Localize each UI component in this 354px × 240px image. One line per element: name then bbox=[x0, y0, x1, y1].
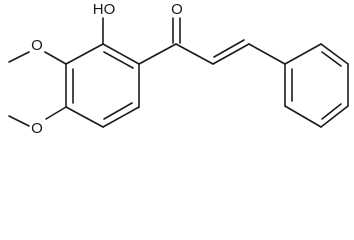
ring-double-bond bbox=[321, 103, 342, 120]
carbonyl-oxygen: O bbox=[171, 1, 183, 18]
hydroxyl-label: HO bbox=[93, 1, 116, 18]
ring-bond bbox=[65, 43, 104, 65]
ring-double-bond bbox=[321, 51, 342, 67]
ring-to-carbonyl-bond bbox=[138, 43, 177, 65]
methoxy-lower-bond bbox=[45, 106, 67, 120]
methoxy-upper-methyl bbox=[8, 51, 30, 63]
ring-double-bond bbox=[103, 51, 134, 69]
alkene-to-phenyl-bond bbox=[248, 43, 286, 65]
methoxy-lower-methyl bbox=[8, 115, 30, 127]
ring-bond bbox=[102, 43, 140, 65]
alkene-bond bbox=[212, 43, 250, 65]
right-phenyl-ring bbox=[284, 43, 349, 128]
ring-double-bond bbox=[103, 102, 133, 120]
alkene-double-bond bbox=[213, 39, 245, 58]
methoxy-upper-bond bbox=[44, 51, 67, 65]
left-benzene-ring bbox=[65, 43, 140, 128]
ring-bond bbox=[284, 105, 322, 128]
methoxy-upper-oxygen: O bbox=[31, 37, 43, 54]
ring-bond bbox=[65, 106, 104, 128]
ring-bond bbox=[320, 43, 349, 65]
carbonyl-to-alpha-bond bbox=[175, 43, 214, 65]
ring-bond bbox=[102, 106, 140, 128]
ring-bond bbox=[320, 105, 349, 128]
chemical-structure: HO O O O bbox=[8, 1, 349, 137]
ring-bond bbox=[284, 43, 322, 65]
methoxy-lower-oxygen: O bbox=[31, 120, 43, 137]
